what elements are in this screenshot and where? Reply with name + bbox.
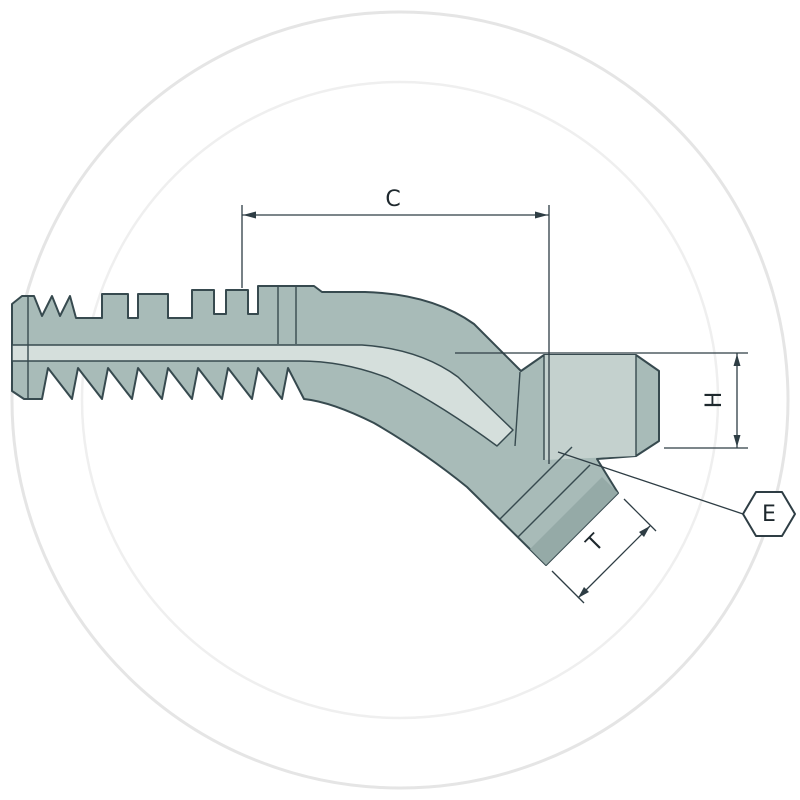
arrowhead-icon bbox=[733, 435, 741, 447]
dimension-h-label: H bbox=[702, 392, 727, 409]
arrowhead-icon bbox=[243, 211, 256, 219]
callout-e-label: E bbox=[762, 502, 776, 527]
end-face-shading bbox=[530, 477, 618, 565]
leader-line bbox=[557, 451, 744, 515]
dimension-line bbox=[577, 525, 651, 599]
extension-line bbox=[623, 498, 657, 532]
nut-left-edge-line bbox=[514, 371, 521, 447]
dimension-t-label: T bbox=[581, 529, 609, 557]
dimension-c: C bbox=[241, 187, 550, 464]
skirt-step-line bbox=[499, 446, 573, 520]
extension-line bbox=[551, 570, 585, 604]
highlight-band bbox=[11, 344, 514, 447]
watermark-outer-circle-icon bbox=[10, 10, 790, 790]
fitting bbox=[11, 285, 660, 566]
dimension-h: H bbox=[455, 352, 748, 449]
hexagon-callout-icon bbox=[742, 491, 796, 537]
nut-center-facet bbox=[544, 355, 636, 460]
arrowhead-icon bbox=[733, 354, 741, 366]
dimension-c-label: C bbox=[385, 187, 400, 212]
watermark-inner-circle-icon bbox=[80, 80, 720, 720]
watermark bbox=[10, 10, 790, 790]
skirt-step-line bbox=[517, 464, 591, 538]
fitting-detail-lines bbox=[27, 287, 637, 538]
arrowhead-icon bbox=[578, 587, 589, 598]
arrowhead-icon bbox=[535, 211, 548, 219]
arrowhead-icon bbox=[639, 526, 650, 537]
callout-e: E bbox=[557, 451, 796, 537]
